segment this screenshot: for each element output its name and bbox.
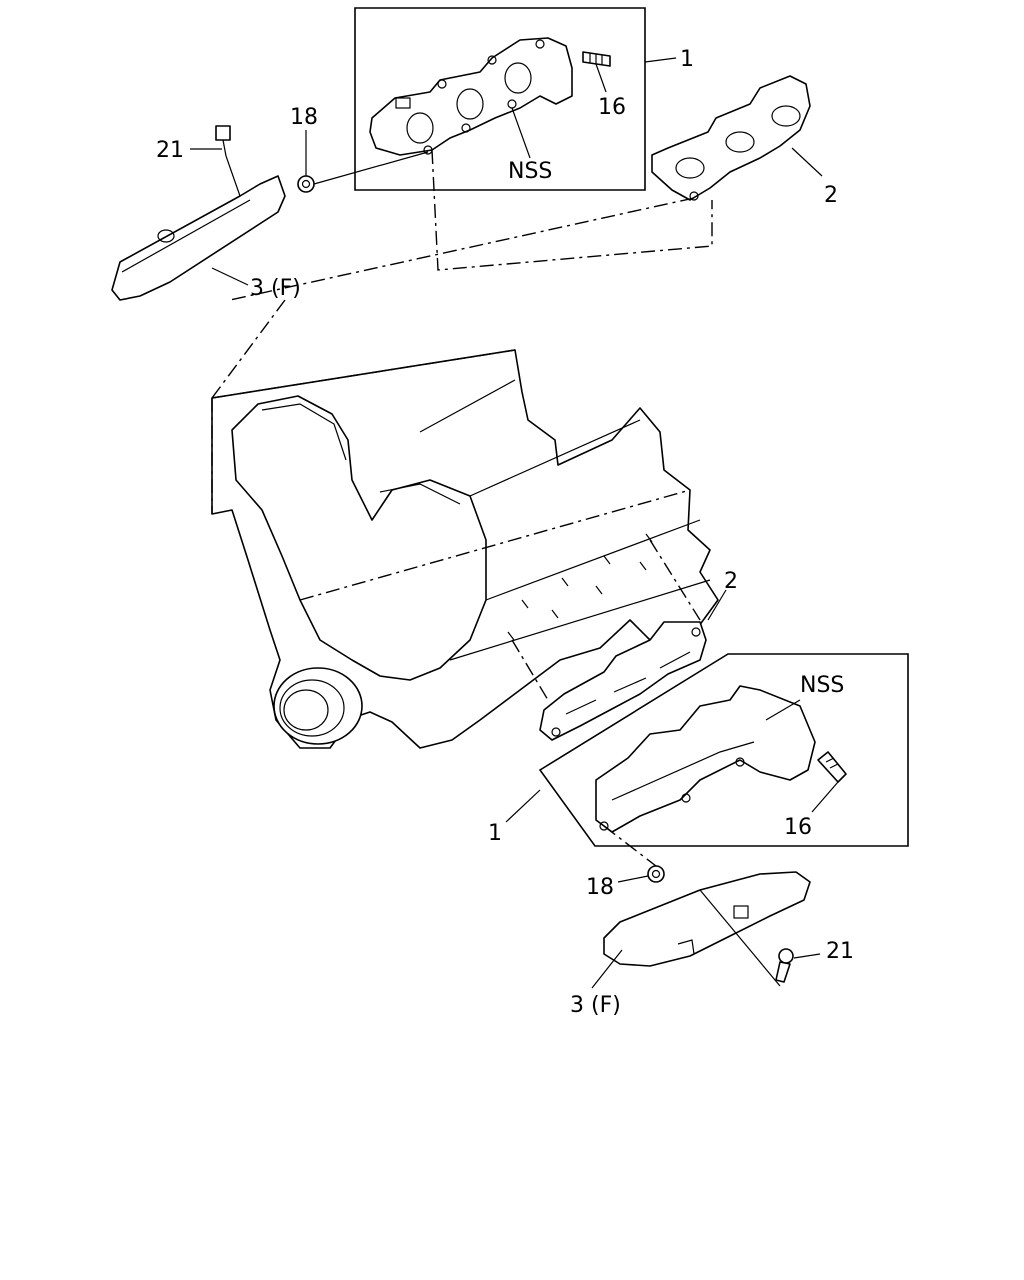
bottom-gasket: [539, 621, 707, 741]
top-gasket: [651, 75, 811, 201]
callout-bottom-nut: 18: [586, 875, 614, 900]
top-exhaust-manifold: [369, 37, 573, 156]
callout-bottom-gasket: 2: [724, 569, 738, 594]
bottom-heat-shield: [603, 871, 811, 987]
callout-top-nut: 18: [290, 105, 318, 130]
callout-top-gasket: 2: [824, 183, 838, 208]
bottom-stud: [817, 751, 847, 783]
callout-top-bolt: 21: [156, 138, 184, 163]
top-nut: [297, 175, 315, 193]
bottom-nut: [647, 865, 665, 883]
callout-bottom-stud: 16: [784, 815, 812, 840]
callout-top-stud: 16: [598, 95, 626, 120]
bottom-callout-box: [538, 653, 909, 847]
engine-block: [211, 349, 719, 749]
callout-bottom-bolt: 21: [826, 939, 854, 964]
bottom-bolt: [775, 948, 794, 983]
top-bolt: [215, 125, 241, 197]
bottom-exhaust-manifold: [595, 685, 816, 833]
top-stud: [582, 51, 611, 67]
callout-bottom-nss: NSS: [800, 673, 844, 698]
callout-top-manifold: 1: [680, 47, 694, 72]
callout-top-shield: 3 (F): [250, 276, 301, 301]
callout-bottom-manifold: 1: [488, 821, 502, 846]
top-heat-shield: [111, 175, 286, 301]
top-callout-box: [354, 7, 646, 191]
callout-bottom-shield: 3 (F): [570, 993, 621, 1018]
callout-top-nss: NSS: [508, 159, 552, 184]
